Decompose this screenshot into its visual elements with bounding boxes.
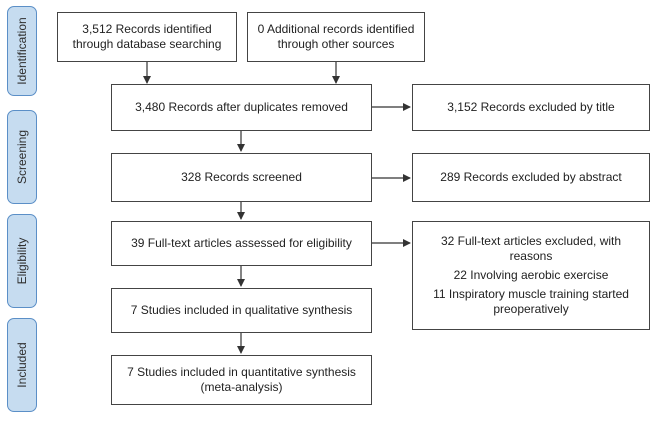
box-qualitative: 7 Studies included in qualitative synthe… <box>111 288 372 333</box>
box-fulltext-excluded: 32 Full-text articles excluded, with rea… <box>412 221 650 330</box>
box-screened: 328 Records screened <box>111 153 372 202</box>
phase-screening: Screening <box>7 110 37 204</box>
box-excluded-abstract-text: 289 Records excluded by abstract <box>440 170 622 184</box>
phase-eligibility: Eligibility <box>7 214 37 308</box>
box-excluded-title-text: 3,152 Records excluded by title <box>447 100 615 114</box>
box-screened-text: 328 Records screened <box>181 170 302 184</box>
box-fulltext-assessed-text: 39 Full-text articles assessed for eligi… <box>131 236 352 250</box>
box-duplicates-removed: 3,480 Records after duplicates removed <box>111 84 372 131</box>
phase-included: Included <box>7 318 37 412</box>
fulltext-excluded-reason-1: 22 Involving aerobic exercise <box>453 268 609 282</box>
box-fulltext-assessed: 39 Full-text articles assessed for eligi… <box>111 221 372 266</box>
box-database-search: 3,512 Records identified through databas… <box>57 12 237 62</box>
box-excluded-abstract: 289 Records excluded by abstract <box>412 153 650 202</box>
box-other-sources-text: 0 Additional records identified through … <box>257 22 415 51</box>
box-duplicates-removed-text: 3,480 Records after duplicates removed <box>135 100 348 114</box>
phase-identification: Identification <box>7 6 37 96</box>
box-quantitative-text: 7 Studies included in quantitative synth… <box>127 365 356 394</box>
box-excluded-title: 3,152 Records excluded by title <box>412 84 650 131</box>
fulltext-excluded-header: 32 Full-text articles excluded, with rea… <box>440 234 622 263</box>
box-qualitative-text: 7 Studies included in qualitative synthe… <box>130 303 353 317</box>
box-database-search-text: 3,512 Records identified through databas… <box>72 22 222 51</box>
box-other-sources: 0 Additional records identified through … <box>247 12 425 62</box>
box-quantitative: 7 Studies included in quantitative synth… <box>111 355 372 405</box>
fulltext-excluded-reason-2: 11 Inspiratory muscle training started p… <box>433 287 629 316</box>
